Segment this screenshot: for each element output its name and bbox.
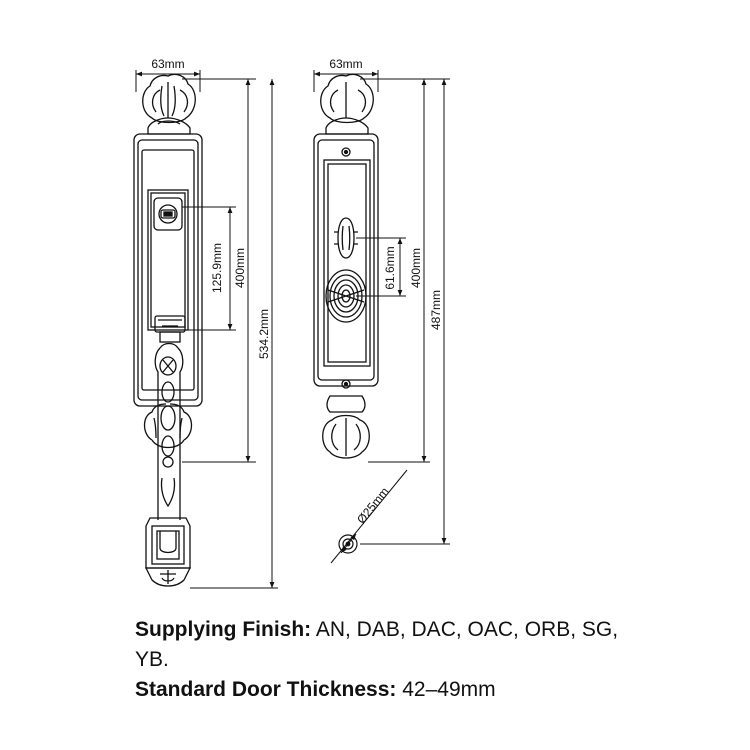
back-view	[313, 73, 379, 459]
back-thumb-turn	[334, 217, 358, 259]
front-view	[133, 73, 203, 587]
back-dimensions	[313, 70, 450, 545]
front-thumb-latch	[154, 315, 186, 343]
front-bottom-escutcheon	[144, 517, 192, 587]
back-top-finial	[320, 73, 374, 135]
thickness-line: Standard Door Thickness: 42–49mm	[135, 675, 735, 705]
back-overall-height-label: 487mm	[429, 290, 443, 330]
front-overall-height-label: 534.2mm	[257, 309, 271, 359]
front-grip-handle	[154, 342, 184, 520]
front-plate	[133, 133, 203, 407]
finish-label: Supplying Finish:	[135, 618, 312, 641]
finish-value-continued: YB.	[135, 648, 169, 671]
back-hole-spacing-label: 61.6mm	[383, 246, 397, 289]
back-plate	[313, 133, 379, 389]
front-dimensions	[135, 70, 278, 589]
front-key-cylinder	[153, 197, 183, 231]
front-plate-height-label: 400mm	[233, 248, 247, 288]
back-plate-height-label: 400mm	[409, 248, 423, 288]
back-width-label: 63mm	[329, 57, 362, 71]
product-specs: Supplying Finish: AN, DAB, DAC, OAC, ORB…	[135, 615, 735, 705]
thickness-value: 42–49mm	[396, 678, 496, 701]
front-width-label: 63mm	[151, 57, 184, 71]
back-bottom-finial	[322, 395, 370, 459]
finish-line: Supplying Finish: AN, DAB, DAC, OAC, ORB…	[135, 615, 735, 645]
cylinder-diameter-label: Ø25mm	[354, 484, 392, 526]
finish-line-continued: YB.	[135, 645, 735, 675]
thickness-label: Standard Door Thickness:	[135, 678, 397, 701]
finish-value: AN, DAB, DAC, OAC, ORB, SG,	[311, 618, 619, 641]
front-hole-spacing-label: 125.9mm	[210, 243, 224, 293]
front-middle-finial	[143, 403, 193, 449]
front-top-finial	[142, 73, 196, 135]
cylinder-diameter-detail	[330, 469, 408, 564]
